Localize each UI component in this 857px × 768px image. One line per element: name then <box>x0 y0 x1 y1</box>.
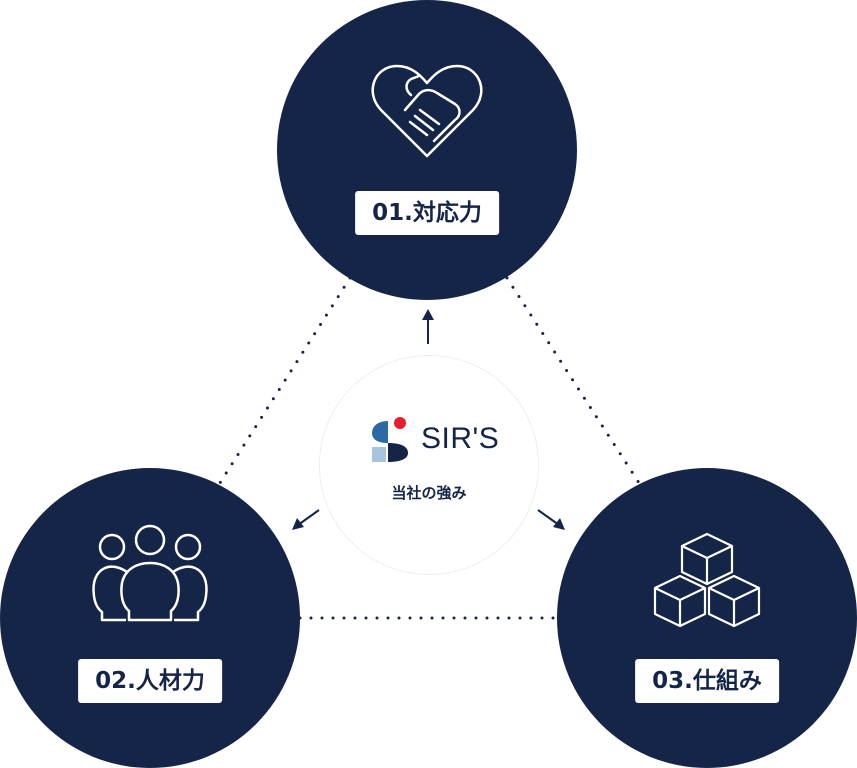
arrow-to-left <box>292 509 320 530</box>
node-jinzairyoku: 02.人材力 <box>0 468 300 768</box>
node-shikumi: 03.仕組み <box>557 468 857 768</box>
arrow-to-right <box>537 509 565 530</box>
node-label-taiouryoku: 01.対応力 <box>355 191 499 235</box>
node-label-shikumi: 03.仕組み <box>635 659 779 703</box>
stacked-cubes-icon <box>653 532 761 628</box>
handshake-heart-icon <box>371 64 483 158</box>
sirs-logo-mark <box>372 417 408 462</box>
people-group-icon <box>92 524 208 622</box>
node-label-jinzairyoku: 02.人材力 <box>78 659 222 703</box>
sirs-logo: SIR'S <box>369 416 499 466</box>
center-brand-circle: SIR'S 当社の強み <box>319 355 539 575</box>
brand-name: SIR'S <box>421 422 500 455</box>
arrow-to-top <box>422 309 434 344</box>
center-caption: 当社の強み <box>391 484 467 502</box>
node-taiouryoku: 01.対応力 <box>277 0 577 300</box>
